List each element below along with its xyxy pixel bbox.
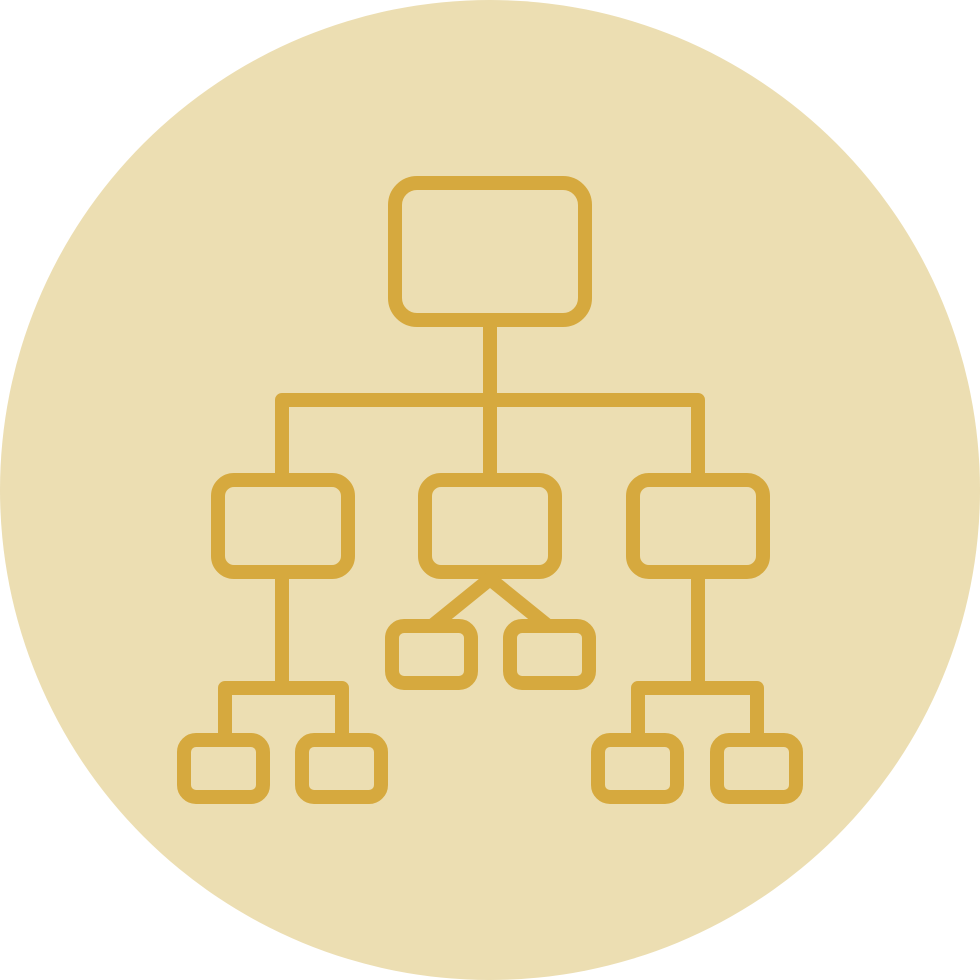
left-leaf-2-box (295, 733, 388, 804)
left-branch-bar (218, 681, 349, 747)
center-leaf-1-box (385, 619, 478, 690)
org-chart-strokes (177, 176, 803, 804)
right-leaf-1-box (591, 733, 684, 804)
center-leaf-2-box (503, 619, 596, 690)
center-branch-connector (425, 572, 555, 633)
right-branch-bar (631, 681, 764, 747)
level1-connector-bar (275, 393, 705, 487)
right-leaf-2-box (710, 733, 803, 804)
left-leaf-1-box (177, 733, 270, 804)
